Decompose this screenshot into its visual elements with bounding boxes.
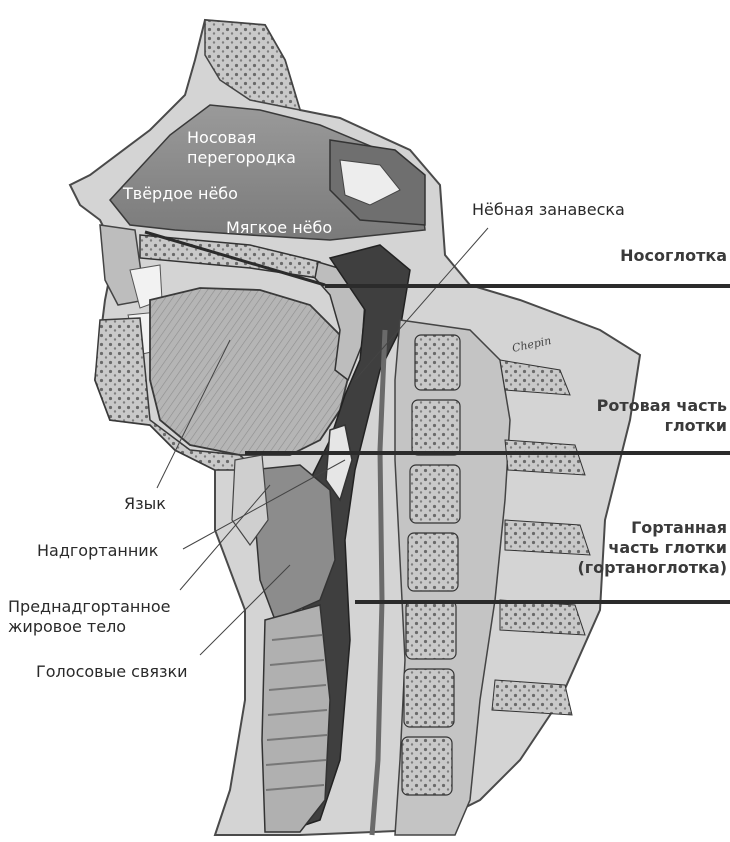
label-soft-palate: Мягкое нёбо [226, 218, 332, 238]
label-pre-epiglottic-fat-line-2: жировое тело [8, 617, 170, 637]
region-laryngopharynx-line-2: часть глотки [577, 538, 727, 558]
label-nasal-septum: Носовая перегородка [187, 128, 296, 168]
region-nasopharynx: Носоглотка [620, 246, 727, 266]
region-laryngopharynx-line-1: Гортанная [577, 518, 727, 538]
label-vocal-cords: Голосовые связки [36, 662, 188, 682]
label-epiglottis: Надгортанник [37, 541, 158, 561]
label-pre-epiglottic-fat-line-1: Преднадгортанное [8, 597, 170, 617]
label-nasal-septum-line-2: перегородка [187, 148, 296, 168]
region-laryngopharynx: Гортанная часть глотки (гортаноглотка) [577, 518, 727, 578]
label-hard-palate: Твёрдое нёбо [123, 184, 238, 204]
label-pre-epiglottic-fat: Преднадгортанное жировое тело [8, 597, 170, 637]
region-laryngopharynx-line-3: (гортаноглотка) [577, 558, 727, 578]
label-nasal-septum-line-1: Носовая [187, 128, 296, 148]
region-oropharynx: Ротовая часть глотки [597, 396, 727, 436]
label-velum: Нёбная занавеска [472, 200, 625, 220]
region-oropharynx-line-1: Ротовая часть [597, 396, 727, 416]
region-oropharynx-line-2: глотки [597, 416, 727, 436]
label-tongue: Язык [124, 494, 166, 514]
